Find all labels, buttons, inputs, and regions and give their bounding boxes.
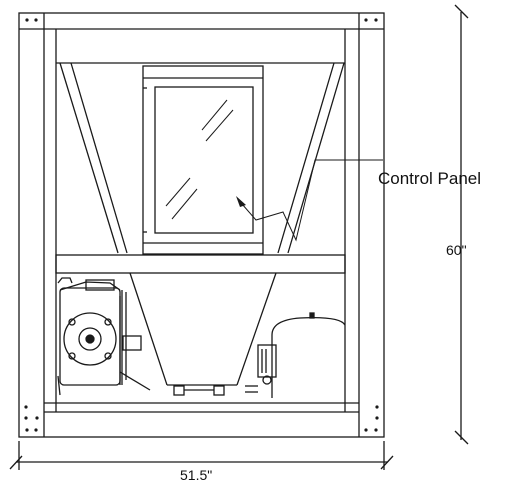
funnel-feet — [173, 385, 225, 396]
width-dimension-label: 51.5" — [180, 467, 212, 481]
height-dimension-label: 60" — [446, 242, 467, 258]
control-panel-housing — [142, 65, 264, 255]
cabinet-frame — [18, 12, 385, 438]
control-panel-label: Control Panel — [378, 169, 481, 188]
hopper-funnel — [56, 62, 345, 386]
crossbar — [55, 254, 346, 274]
dimension-lines — [9, 4, 469, 470]
control-panel-leader — [241, 159, 383, 242]
width-label-mask — [176, 469, 230, 481]
compressor — [245, 312, 346, 398]
pump-motor — [57, 277, 151, 396]
